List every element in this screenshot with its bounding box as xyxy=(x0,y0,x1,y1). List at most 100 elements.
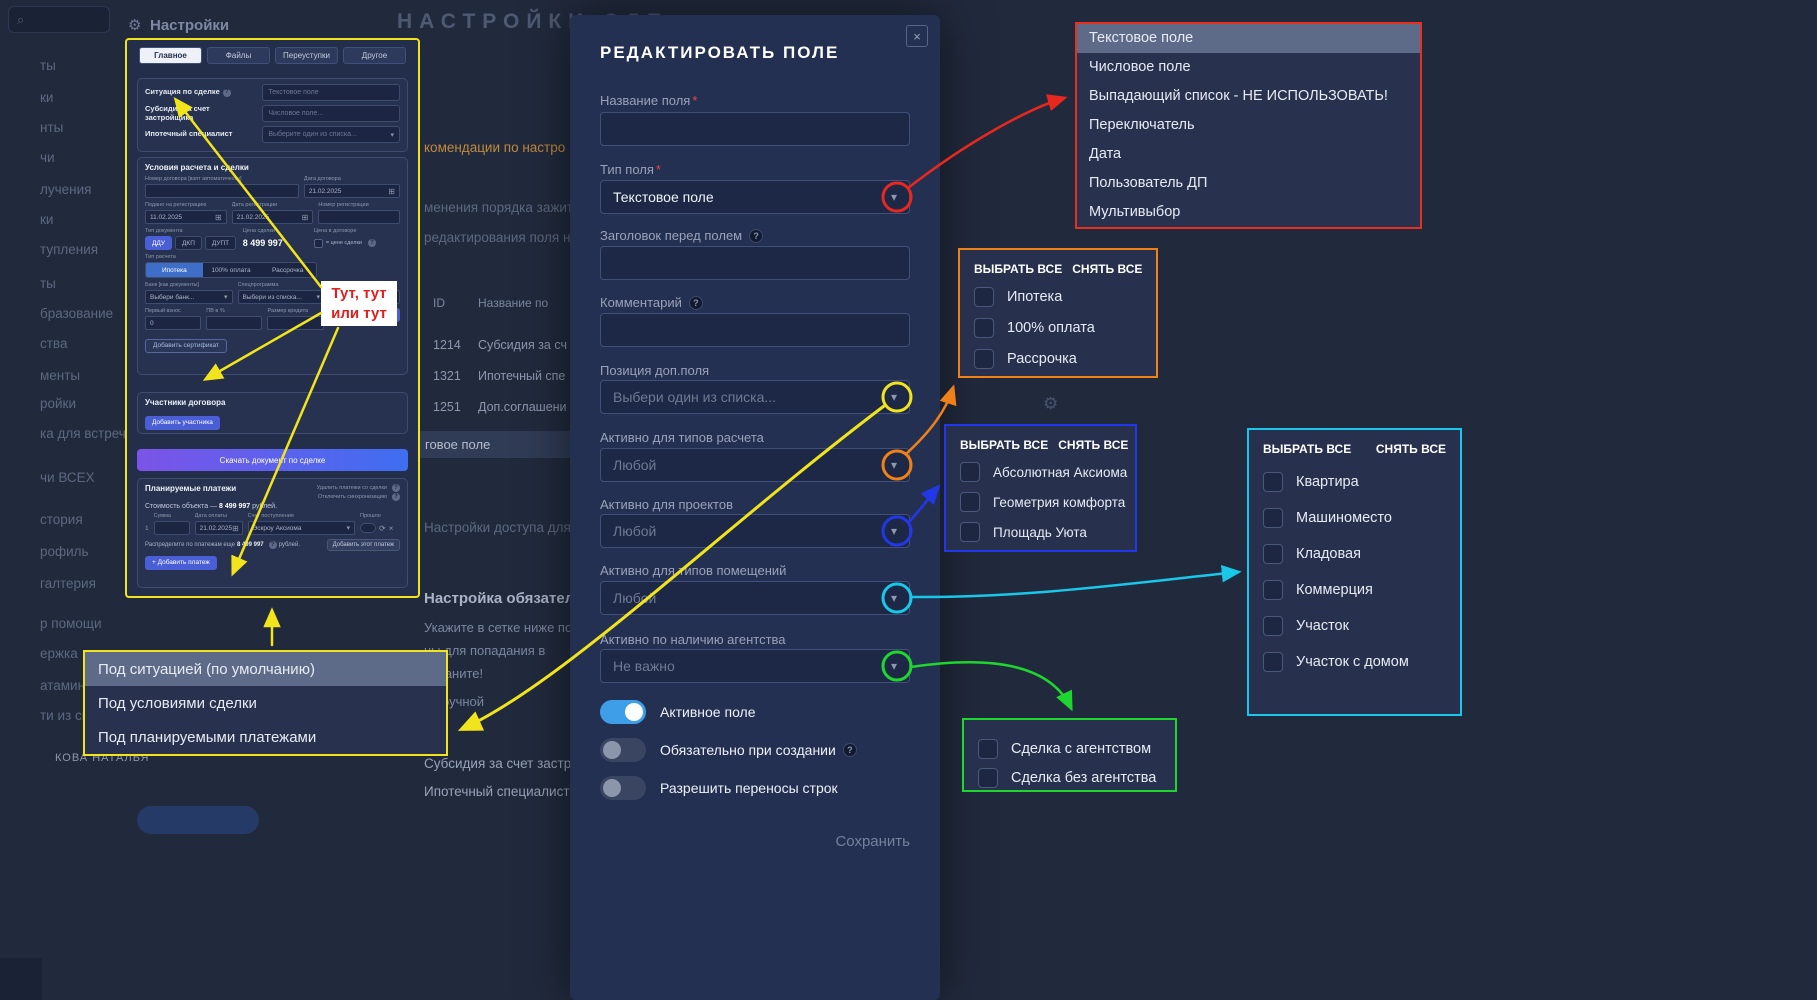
add-payment-button[interactable]: + Добавить платеж xyxy=(145,555,217,570)
sidebar-item[interactable]: р помощи xyxy=(40,616,102,631)
credit-size-input[interactable] xyxy=(267,316,324,330)
save-button[interactable]: Сохранить xyxy=(835,833,910,850)
sidebar-item[interactable]: чи ВСЕХ xyxy=(40,470,95,485)
sidebar-item[interactable]: ты xyxy=(40,276,56,291)
sidebar-item[interactable]: ства xyxy=(40,336,68,351)
checkbox[interactable] xyxy=(1263,580,1283,600)
checkbox[interactable] xyxy=(1263,544,1283,564)
sidebar-item[interactable]: ержка xyxy=(40,646,78,661)
reg-number-input[interactable] xyxy=(318,210,401,224)
field-type-option[interactable]: Дата xyxy=(1089,146,1122,162)
field-type-option[interactable]: Числовое поле xyxy=(1089,59,1191,75)
room-type-option[interactable]: Машиноместо xyxy=(1263,508,1446,528)
doc-type-button[interactable]: ДКП xyxy=(175,236,202,250)
add-certificate-button[interactable]: Добавить сертификат xyxy=(145,338,227,353)
checkbox[interactable] xyxy=(960,522,980,542)
reg-submitted-input[interactable]: 11.02.2025⊞ xyxy=(145,210,227,224)
select-all-button[interactable]: ВЫБРАТЬ ВСЕ xyxy=(1263,442,1352,456)
sidebar-item[interactable]: чи xyxy=(40,150,55,165)
project-option[interactable]: Абсолютная Аксиома xyxy=(960,462,1127,482)
add-participant-button[interactable]: Добавить участника xyxy=(145,415,220,430)
sidebar-item[interactable]: бразование xyxy=(40,306,114,321)
projects-select[interactable]: Любой ▾ xyxy=(600,514,910,548)
bank-select[interactable]: Выбери банк...▾ xyxy=(145,290,233,304)
download-document-button[interactable]: Скачать документ по сделке xyxy=(137,449,408,471)
sidebar-item[interactable]: ка для встреч xyxy=(40,426,126,441)
deselect-all-button[interactable]: СНЯТЬ ВСЕ xyxy=(1375,442,1446,456)
select-all-button[interactable]: ВЫБРАТЬ ВСЕ xyxy=(960,438,1049,452)
field-type-option[interactable]: Мультивыбор xyxy=(1089,204,1181,220)
delete-icon[interactable]: × xyxy=(388,523,394,533)
program-select[interactable]: Выбери из списка...▾ xyxy=(237,290,325,304)
checkbox[interactable] xyxy=(313,238,323,248)
subsidy-input[interactable]: Числовое поле... xyxy=(262,105,400,123)
calc-type-button[interactable]: Ипотека xyxy=(146,263,203,277)
sidebar-item[interactable]: атамине xyxy=(40,678,93,693)
field-type-option[interactable]: Переключатель xyxy=(1089,117,1195,133)
checkbox[interactable] xyxy=(974,318,994,338)
sidebar-item[interactable]: галтерия xyxy=(40,576,96,591)
sidebar-item[interactable]: рофиль xyxy=(40,544,89,559)
calc-type-option[interactable]: 100% оплата xyxy=(974,318,1142,338)
checkbox[interactable] xyxy=(978,768,998,788)
room-type-option[interactable]: Коммерция xyxy=(1263,580,1446,600)
background-search-box[interactable]: ⌕ xyxy=(8,6,110,33)
calc-type-option[interactable]: Ипотека xyxy=(974,287,1142,307)
checkbox[interactable] xyxy=(960,462,980,482)
payment-date-input[interactable]: 21.02.2025⊞ xyxy=(194,521,243,535)
room-type-option[interactable]: Квартира xyxy=(1263,472,1446,492)
reg-date-input[interactable]: 21.02.2025⊞ xyxy=(231,210,314,224)
first-payment-input[interactable]: 0 xyxy=(145,316,202,330)
field-type-select[interactable]: Текстовое поле ▾ xyxy=(600,180,910,214)
checkbox[interactable] xyxy=(1263,652,1283,672)
calc-type-button[interactable]: Рассрочка xyxy=(259,263,316,277)
project-option[interactable]: Геометрия комфорта xyxy=(960,492,1125,512)
field-type-option[interactable]: Пользователь ДП xyxy=(1089,175,1208,191)
sidebar-item[interactable]: тупления xyxy=(40,242,99,257)
agency-option[interactable]: Сделка с агентством xyxy=(978,739,1161,759)
calc-types-select[interactable]: Любой ▾ xyxy=(600,448,910,482)
deselect-all-button[interactable]: СНЯТЬ ВСЕ xyxy=(1058,438,1129,452)
payment-sum-input[interactable] xyxy=(153,521,190,535)
close-icon[interactable]: × xyxy=(906,25,928,47)
comment-input[interactable] xyxy=(600,313,910,347)
table-row-selected[interactable]: говое поле xyxy=(420,431,570,458)
remove-payments-link[interactable]: Удалить платежи со сделки? xyxy=(317,484,400,492)
situation-input[interactable]: Текстовое поле xyxy=(262,84,400,101)
passed-toggle[interactable] xyxy=(360,523,376,533)
project-option[interactable]: Площадь Уюта xyxy=(960,522,1121,542)
position-select[interactable]: Выбери один из списка... ▾ xyxy=(600,380,910,414)
active-field-toggle[interactable] xyxy=(600,700,646,724)
doc-type-button[interactable]: ДУПТ xyxy=(204,236,237,250)
deselect-all-button[interactable]: СНЯТЬ ВСЕ xyxy=(1072,262,1143,276)
checkbox[interactable] xyxy=(1263,616,1283,636)
sidebar-item[interactable]: ройки xyxy=(40,396,77,411)
position-option[interactable]: Под планируемыми платежами xyxy=(98,728,317,746)
refresh-icon[interactable]: ⟳ xyxy=(379,523,386,533)
field-type-option[interactable]: Выпадающий список - НЕ ИСПОЛЬЗОВАТЬ! xyxy=(1089,88,1388,104)
disable-sync-link[interactable]: Отключить синхронизацию? xyxy=(317,493,400,501)
add-this-payment-button[interactable]: Добавить этот платеж xyxy=(326,539,400,551)
tab-main[interactable]: Главное xyxy=(139,47,202,64)
sidebar-item[interactable]: лучения xyxy=(40,182,92,197)
checkbox[interactable] xyxy=(1263,472,1283,492)
header-input[interactable] xyxy=(600,246,910,280)
room-type-option[interactable]: Участок xyxy=(1263,616,1446,636)
sidebar-item[interactable]: нты xyxy=(40,120,64,135)
checkbox[interactable] xyxy=(960,492,980,512)
rooms-select[interactable]: Любой ▾ xyxy=(600,581,910,615)
tab-assignments[interactable]: Переуступки xyxy=(275,47,338,64)
select-all-button[interactable]: ВЫБРАТЬ ВСЕ xyxy=(974,262,1063,276)
wrap-toggle[interactable] xyxy=(600,776,646,800)
agency-select[interactable]: Не важно ▾ xyxy=(600,649,910,683)
room-type-option[interactable]: Участок с домом xyxy=(1263,652,1446,672)
agency-option[interactable]: Сделка без агентства xyxy=(978,768,1161,788)
checkbox[interactable] xyxy=(974,349,994,369)
name-input[interactable] xyxy=(600,112,910,146)
sidebar-item[interactable]: менты xyxy=(40,368,81,383)
pv-percent-input[interactable] xyxy=(206,316,263,330)
payment-account-select[interactable]: Эскроу Аксиома▾ xyxy=(247,521,355,535)
sidebar-item[interactable]: ки xyxy=(40,90,54,105)
checkbox[interactable] xyxy=(978,739,998,759)
doc-type-button[interactable]: ДДУ xyxy=(145,236,173,250)
